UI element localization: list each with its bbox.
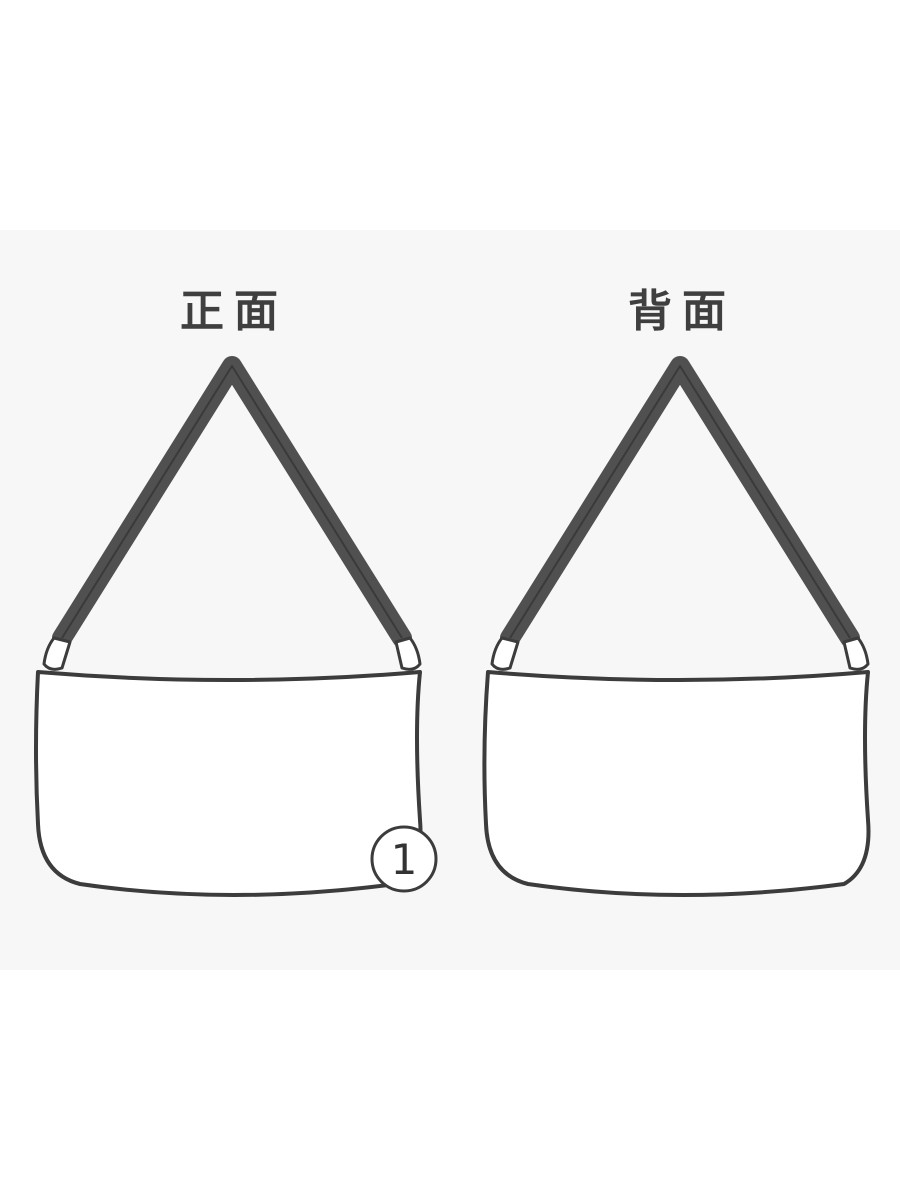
front-callout-number: 1 xyxy=(391,835,418,884)
front-bag-strap-outline xyxy=(61,365,403,639)
back-right-strap-clip xyxy=(842,636,870,671)
front-view-label: 正面 xyxy=(180,286,288,337)
front-callout-circle xyxy=(370,825,438,893)
back-left-strap-clip xyxy=(490,636,520,671)
back-bag-body xyxy=(482,670,871,897)
front-bag-strap xyxy=(52,356,412,648)
front-bag-body xyxy=(34,670,423,897)
back-bag-strap xyxy=(500,356,860,648)
front-right-strap-clip xyxy=(394,636,422,671)
front-left-strap-clip xyxy=(42,636,72,671)
back-bag xyxy=(482,356,871,897)
front-bag: 1 xyxy=(34,356,438,897)
back-view-label: 背面 xyxy=(628,286,736,337)
back-bag-strap-outline xyxy=(509,365,851,639)
